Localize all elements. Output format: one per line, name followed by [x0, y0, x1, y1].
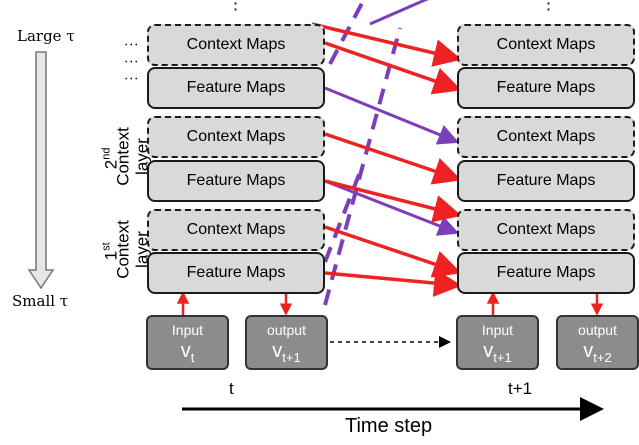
input-label: Input [171, 322, 204, 338]
red-connection [324, 41, 462, 95]
context-maps-box: Context Maps [147, 24, 325, 66]
output-subscript: t+2 [593, 350, 612, 365]
input-box-t1: Input vt+1 [456, 315, 539, 370]
purple-dashed-connection [328, 0, 366, 65]
input-subscript: t [190, 350, 195, 365]
time-step-label: Time step [345, 415, 433, 437]
left-ellipsis: ⋮⋮⋮ [122, 34, 139, 86]
input-symbol: v [483, 340, 494, 362]
output-label: output [578, 322, 617, 338]
feature-maps-box: Feature Maps [147, 252, 325, 294]
large-tau-label: Large τ [17, 27, 75, 45]
feature-maps-box: Feature Maps [147, 67, 325, 109]
purple-connection [369, 0, 429, 26]
layer-ordinal-suffix: nd [100, 147, 113, 160]
red-connection [311, 22, 462, 67]
input-box-t: Input vt [146, 315, 229, 370]
time-label-t: t [229, 379, 234, 398]
output-symbol: v [272, 340, 283, 362]
feature-maps-box: Feature Maps [457, 252, 635, 294]
red-connection [324, 225, 462, 278]
time-label-t1: t+1 [508, 379, 533, 398]
output-symbol: v [583, 340, 594, 362]
purple-dashed-connection [323, 27, 402, 306]
feature-maps-box: Feature Maps [147, 160, 325, 202]
red-connection [324, 179, 462, 223]
feature-maps-box: Feature Maps [457, 67, 635, 109]
purple-connection [324, 86, 460, 145]
top-ellipsis-left: ⋮ [227, 0, 244, 13]
context-maps-box: Context Maps [457, 209, 635, 251]
input-label: Input [481, 322, 514, 338]
layer-label-line1: Context [113, 220, 133, 279]
context-maps-box: Context Maps [457, 24, 635, 66]
red-connection [324, 269, 462, 298]
input-subscript: t+1 [493, 350, 512, 365]
layer-label-line1: Context [113, 127, 133, 186]
context-maps-box: Context Maps [457, 116, 635, 158]
output-subscript: t+1 [282, 350, 301, 365]
context-maps-box: Context Maps [147, 116, 325, 158]
top-ellipsis-right: ⋮ [540, 0, 557, 13]
purple-connection [324, 179, 460, 236]
context-maps-box: Context Maps [147, 209, 325, 251]
input-symbol: v [180, 340, 191, 362]
output-label: output [267, 322, 306, 338]
scale-arrow [27, 51, 55, 290]
red-connection [324, 132, 462, 185]
small-tau-label: Small τ [12, 292, 69, 310]
layer-ordinal-suffix: st [100, 242, 113, 251]
output-box-t1: output vt+2 [556, 315, 639, 370]
feature-maps-box: Feature Maps [457, 160, 635, 202]
output-box-t: output vt+1 [245, 315, 328, 370]
